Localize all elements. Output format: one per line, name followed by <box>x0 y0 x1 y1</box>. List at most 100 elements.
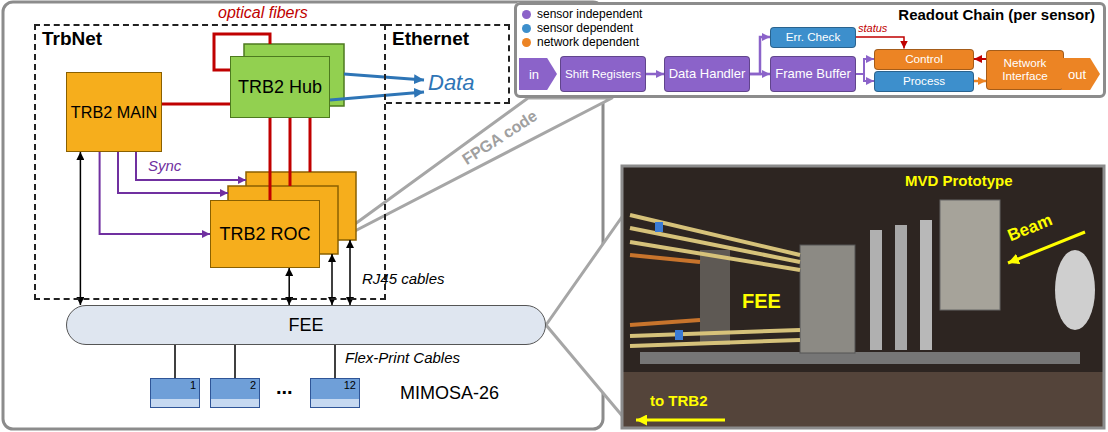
node-text: TRB2 Hub <box>238 77 322 98</box>
photo-frame <box>622 166 1104 428</box>
photo-plane <box>895 225 907 350</box>
annotation-label: MVD Prototype <box>905 172 1013 189</box>
legend-text: sensor dependent <box>537 21 633 35</box>
photo-cables <box>630 215 800 346</box>
connector <box>234 345 236 378</box>
arrow-shape <box>519 58 557 90</box>
annotation-label: to TRB2 <box>650 392 708 409</box>
process-box: Process <box>874 71 974 92</box>
node-text: Shift Registers <box>565 68 641 81</box>
photo-bench <box>622 372 1104 428</box>
connector <box>974 80 986 83</box>
photo-plane <box>920 220 932 350</box>
sensor-chip: 1 <box>150 378 200 408</box>
node-text: Process <box>903 75 945 88</box>
connector <box>750 73 770 76</box>
edge-label: Sync <box>148 157 181 174</box>
connector <box>856 59 874 74</box>
node-text: 2 <box>250 379 256 392</box>
callout-wedge <box>546 214 624 418</box>
process-box: Shift Registers <box>560 56 646 92</box>
connector <box>856 74 874 81</box>
node-text: TRB2 MAIN <box>71 103 157 122</box>
connector <box>334 345 336 378</box>
node-text: in <box>529 67 539 82</box>
photo-plane <box>870 230 882 350</box>
panel-frame <box>3 2 603 429</box>
annotation-label: FEE <box>742 290 781 313</box>
callout-wedge <box>322 98 612 248</box>
sync-line <box>136 152 246 180</box>
connector <box>856 37 904 49</box>
panel-ground <box>514 2 1106 98</box>
legend-swatch <box>522 24 531 33</box>
sync-line <box>118 152 228 193</box>
process-box: Err. Check <box>770 27 856 48</box>
legend-row: sensor dependent <box>522 21 642 35</box>
process-box: Data Handler <box>664 56 750 92</box>
legend-text: network dependent <box>537 35 639 49</box>
legend-swatch <box>522 38 531 47</box>
photo-box <box>940 200 1000 310</box>
node-text: Control <box>905 53 943 66</box>
sensor-chip: 12 <box>310 378 360 408</box>
data-arrow <box>330 92 424 100</box>
annotation-label: ... <box>276 376 293 399</box>
board-box: TRB2 MAIN <box>66 72 162 152</box>
cable-arrow <box>349 240 351 305</box>
input-arrow: in <box>519 58 557 90</box>
connector <box>974 58 986 60</box>
edge-label: status <box>858 22 887 35</box>
annotation-label: RJ45 cables <box>362 270 445 287</box>
process-box: Network Interface <box>986 50 1064 90</box>
legend-text: sensor independent <box>537 7 642 21</box>
node-text: TrbNet <box>42 28 102 50</box>
photo-rail <box>640 352 1080 364</box>
legend-row: sensor independent <box>522 7 642 21</box>
node-text: Network Interface <box>987 57 1063 83</box>
network-region: TRB2 MAIN TRB2 HubTRB2 ROC TrbNet <box>34 24 386 300</box>
legend-swatch <box>522 10 531 19</box>
node-text: FEE <box>288 315 323 336</box>
node-text: Data Handler <box>669 67 746 81</box>
photo-cables <box>630 255 700 325</box>
node-text: Ethernet <box>392 28 469 50</box>
direction-arrow <box>636 419 725 422</box>
board-box: TRB2 ROC <box>210 200 320 268</box>
node-text: 1 <box>190 379 196 392</box>
process-box: Frame Buffer <box>770 56 856 92</box>
optical-fiber <box>309 118 312 172</box>
data-arrow <box>344 74 424 80</box>
node-text: Readout Chain (per sensor) <box>898 6 1095 23</box>
connector <box>162 103 230 106</box>
arrow-shape <box>1062 58 1100 90</box>
process-box: Control <box>874 49 974 70</box>
optical-fiber <box>289 118 292 186</box>
connector <box>269 118 272 200</box>
connector <box>174 345 176 378</box>
annotation-label: Data <box>428 70 474 95</box>
output-arrow: out <box>1062 58 1100 90</box>
node-text: TRB2 ROC <box>219 224 310 245</box>
photo <box>622 166 1104 428</box>
connector <box>750 37 770 74</box>
photo-board <box>800 245 855 353</box>
connector <box>100 152 210 234</box>
legend-row: network dependent <box>522 35 642 49</box>
node-text: Frame Buffer <box>775 67 851 81</box>
annotation-label: Flex-Print Cables <box>345 349 460 366</box>
frontend-band: FEE <box>66 305 546 345</box>
photo-plug <box>655 222 663 232</box>
legend: sensor independentsensor dependentnetwor… <box>522 7 642 49</box>
connector <box>80 152 82 305</box>
node-text: 12 <box>344 379 356 392</box>
photo-ground <box>622 166 1104 428</box>
cable-arrow <box>331 254 333 305</box>
node-text: Err. Check <box>786 31 841 44</box>
hub-box: TRB2 Hub <box>230 56 330 118</box>
node-text: out <box>1068 67 1086 82</box>
photo-plug <box>675 330 683 340</box>
annotation-label: optical fibers <box>218 4 308 22</box>
photo-foil <box>1055 250 1095 330</box>
